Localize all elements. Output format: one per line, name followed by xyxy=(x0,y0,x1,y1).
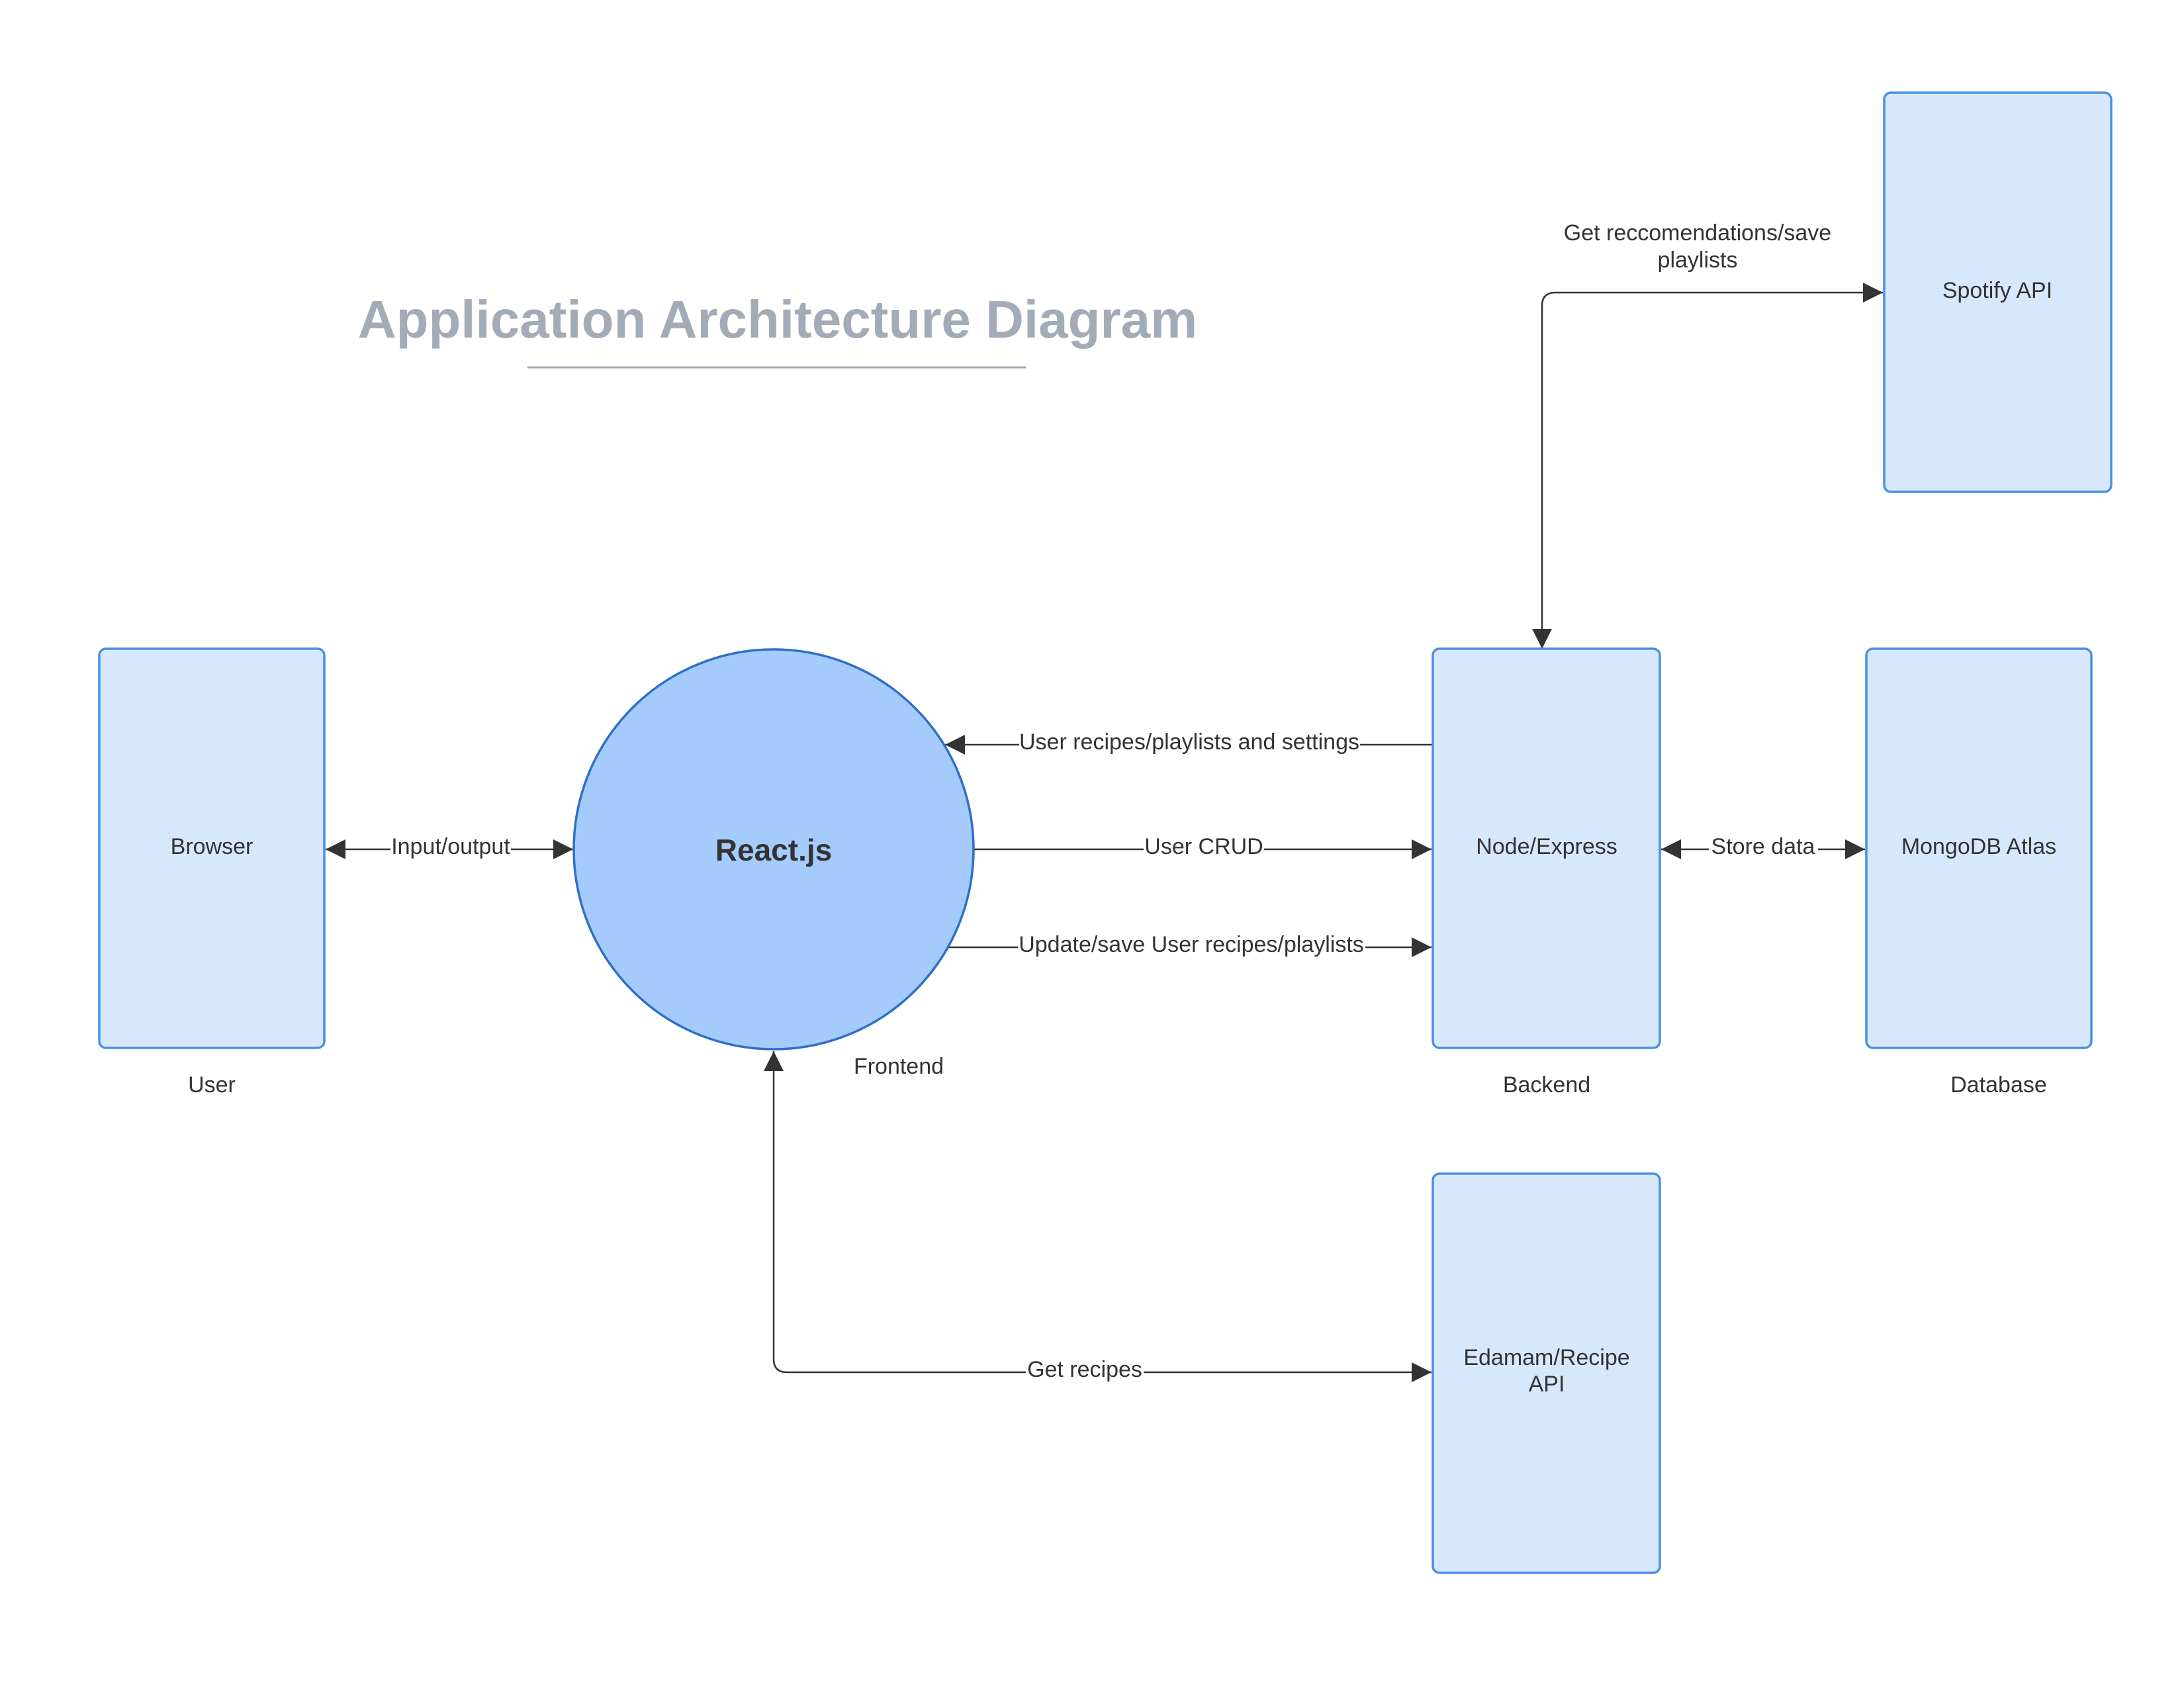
edge-label-bg xyxy=(1709,833,1818,865)
edamam-box xyxy=(1432,1172,1661,1574)
edge-get-recipes xyxy=(764,1051,1432,1382)
edamam-label-line2: API xyxy=(1529,1372,1565,1397)
edge-label-get-recipes: Get recipes xyxy=(1027,1357,1142,1382)
node-spotify[interactable]: Spotify API xyxy=(1883,91,2113,493)
browser-label: Browser xyxy=(171,834,253,859)
caption-frontend: Frontend xyxy=(854,1054,944,1079)
edge-label-bg xyxy=(390,833,511,865)
edamam-label-line1: Edamam/Recipe xyxy=(1463,1345,1629,1370)
edge-label-store-data: Store data xyxy=(1711,834,1815,859)
edge-label-bg xyxy=(1144,833,1264,865)
mongodb-label: MongoDB Atlas xyxy=(1901,834,2056,859)
node-browser[interactable]: Browser xyxy=(98,647,326,1049)
node-edamam[interactable]: Edamam/Recipe API xyxy=(1432,1172,1661,1574)
edge-label-user-recipes-settings: User recipes/playlists and settings xyxy=(1019,729,1359,755)
mongodb-box xyxy=(1865,647,2093,1049)
edge-label-input-output: Input/output xyxy=(391,834,510,859)
node-express-box xyxy=(1432,647,1661,1049)
edge-spotify xyxy=(1532,283,1883,649)
edge-label-user-crud: User CRUD xyxy=(1144,834,1263,859)
node-react[interactable]: React.js xyxy=(572,648,975,1051)
react-label: React.js xyxy=(715,833,832,867)
react-circle xyxy=(572,648,975,1051)
diagram-title: Application Architecture Diagram xyxy=(358,290,1197,349)
caption-backend: Backend xyxy=(1503,1072,1590,1098)
node-mongodb[interactable]: MongoDB Atlas xyxy=(1865,647,2093,1049)
edge-label-bg xyxy=(1018,931,1365,962)
edge-label-bg xyxy=(1026,1356,1144,1387)
node-express-label: Node/Express xyxy=(1476,834,1617,859)
spotify-label: Spotify API xyxy=(1942,278,2052,303)
edge-label-update-save: Update/save User recipes/playlists xyxy=(1019,932,1364,957)
edge-label-bg xyxy=(1019,728,1360,760)
caption-database: Database xyxy=(1950,1072,2047,1098)
caption-user: User xyxy=(188,1072,236,1098)
edge-label-spotify-line2: playlists xyxy=(1658,248,1738,273)
node-express[interactable]: Node/Express xyxy=(1432,647,1661,1049)
spotify-box xyxy=(1883,91,2113,493)
browser-box xyxy=(98,647,326,1049)
edge-label-spotify-line1: Get reccomendations/save xyxy=(1564,220,1831,246)
